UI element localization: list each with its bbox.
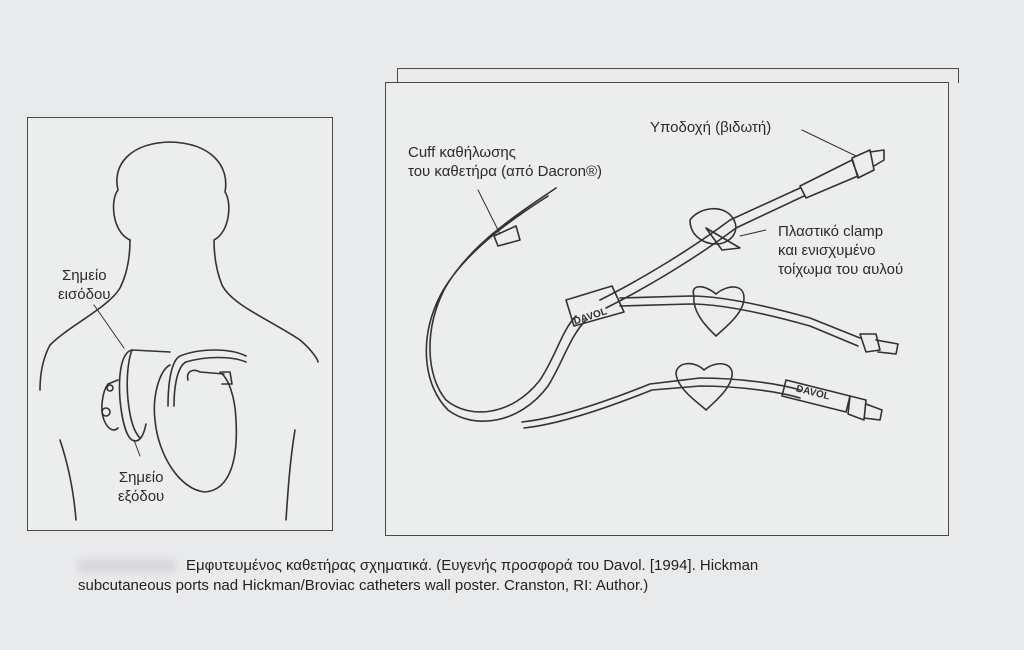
hub-label: Υποδοχή (βιδωτή)	[650, 119, 772, 136]
hub-middle	[859, 333, 899, 355]
branch-upper	[599, 187, 805, 309]
clamp-lower	[675, 362, 733, 411]
leader-exit	[133, 439, 141, 457]
arm-right	[285, 429, 296, 521]
entry-label-line-1: Σημείο	[61, 267, 107, 284]
caption-line-1: Εμφυτευμένος καθετήρας σχηματικά. (Ευγεν…	[186, 557, 759, 574]
catheter-main-tube	[425, 187, 587, 422]
entry-label-line-2: εισόδου	[58, 286, 111, 303]
branch-lower	[521, 377, 801, 429]
exit-label-line-1: Σημείο	[118, 469, 164, 486]
clamp-label-line-3: τοίχωμα του αυλού	[778, 261, 904, 278]
cuff-label-line-1: Cuff καθήλωσης	[408, 144, 516, 161]
figure-caption: Εμφυτευμένος καθετήρας σχηματικά. (Ευγεν…	[78, 556, 938, 596]
cuff-label: Cuff καθήλωσης του καθετήρα (από Dacron®…	[408, 143, 602, 181]
davol-sleeve-1	[565, 285, 625, 327]
clamp-middle	[692, 285, 745, 337]
head-outline	[112, 141, 319, 363]
arm-left	[59, 439, 77, 521]
leader-clamp	[739, 229, 767, 237]
aorta	[186, 369, 233, 385]
exit-label-line-2: εξόδου	[118, 488, 165, 505]
cuff-label-line-2: του καθετήρα (από Dacron®)	[408, 163, 603, 180]
clamp-label-line-2: και ενισχυμένο	[778, 242, 876, 259]
heart-outline	[153, 364, 238, 493]
leader-entry	[93, 304, 125, 349]
davol-sleeve-2	[781, 379, 851, 413]
catheter-loop	[101, 349, 141, 439]
leader-cuff	[477, 189, 501, 235]
shoulder-left	[39, 239, 131, 391]
clamp-label-line-1: Πλαστικό clamp	[778, 223, 884, 240]
dacron-cuff	[493, 225, 521, 247]
leader-hub	[801, 129, 857, 157]
entry-point-label: Σημείο εισόδου	[58, 266, 111, 304]
exit-point-label: Σημείο εξόδου	[118, 468, 164, 506]
redacted-figure-number	[78, 559, 176, 574]
catheter-diagram-panel	[385, 82, 949, 536]
branch-middle	[619, 295, 861, 347]
panel-frame-top	[397, 68, 959, 83]
hub-upper	[799, 149, 885, 199]
hub-lower	[847, 395, 883, 421]
caption-line-2: subcutaneous ports nad Hickman/Broviac c…	[78, 577, 649, 594]
catheter-chest	[167, 349, 247, 407]
davol-label-1: DAVOL	[572, 306, 608, 327]
clamp-upper	[689, 207, 741, 251]
catheter-tunnel	[118, 349, 171, 442]
davol-label-2: DAVOL	[795, 384, 831, 403]
clamp-label: Πλαστικό clamp και ενισχυμένο τοίχωμα το…	[778, 222, 903, 279]
